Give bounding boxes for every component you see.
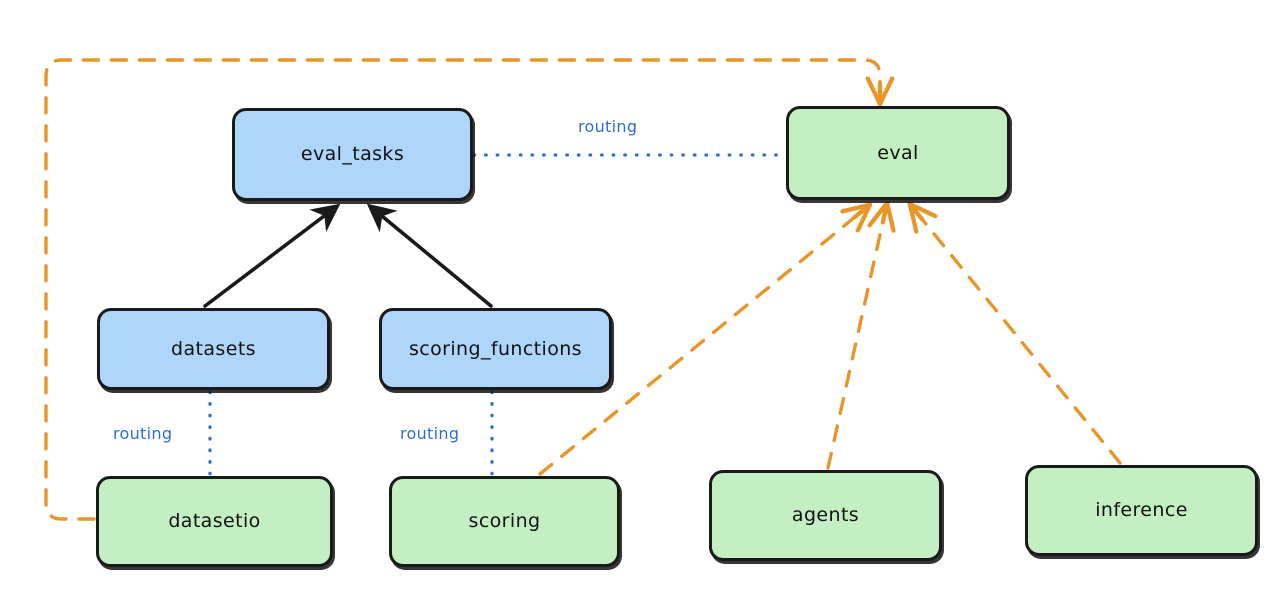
node-eval-tasks[interactable]: eval_tasks (232, 108, 473, 201)
node-label-agents: agents (791, 504, 860, 527)
edge-label-routing-eval-tasks: routing (578, 117, 638, 136)
edge-scoring_functions-eval_tasks (366, 203, 493, 308)
node-label-scoring-functions: scoring_functions (409, 337, 582, 360)
edge-datasets-eval_tasks (203, 203, 341, 308)
node-label-datasets: datasets (171, 337, 256, 360)
node-scoring[interactable]: scoring (389, 476, 620, 567)
edge-agents-eval (826, 200, 896, 470)
edge-label-routing-datasets: routing (113, 424, 173, 443)
node-label-scoring: scoring (468, 510, 541, 533)
edge-inference-eval (907, 201, 1122, 465)
node-label-inference: inference (1095, 499, 1188, 522)
node-agents[interactable]: agents (709, 470, 942, 561)
node-inference[interactable]: inference (1025, 465, 1258, 556)
node-eval[interactable]: eval (786, 106, 1010, 200)
edge-label-routing-scoring-functions: routing (400, 424, 460, 443)
node-datasets[interactable]: datasets (97, 308, 330, 390)
node-label-eval: eval (877, 141, 919, 164)
node-scoring-functions[interactable]: scoring_functions (379, 308, 612, 390)
node-label-datasetio: datasetio (168, 510, 261, 533)
node-label-eval-tasks: eval_tasks (300, 143, 405, 166)
node-datasetio[interactable]: datasetio (96, 476, 333, 567)
